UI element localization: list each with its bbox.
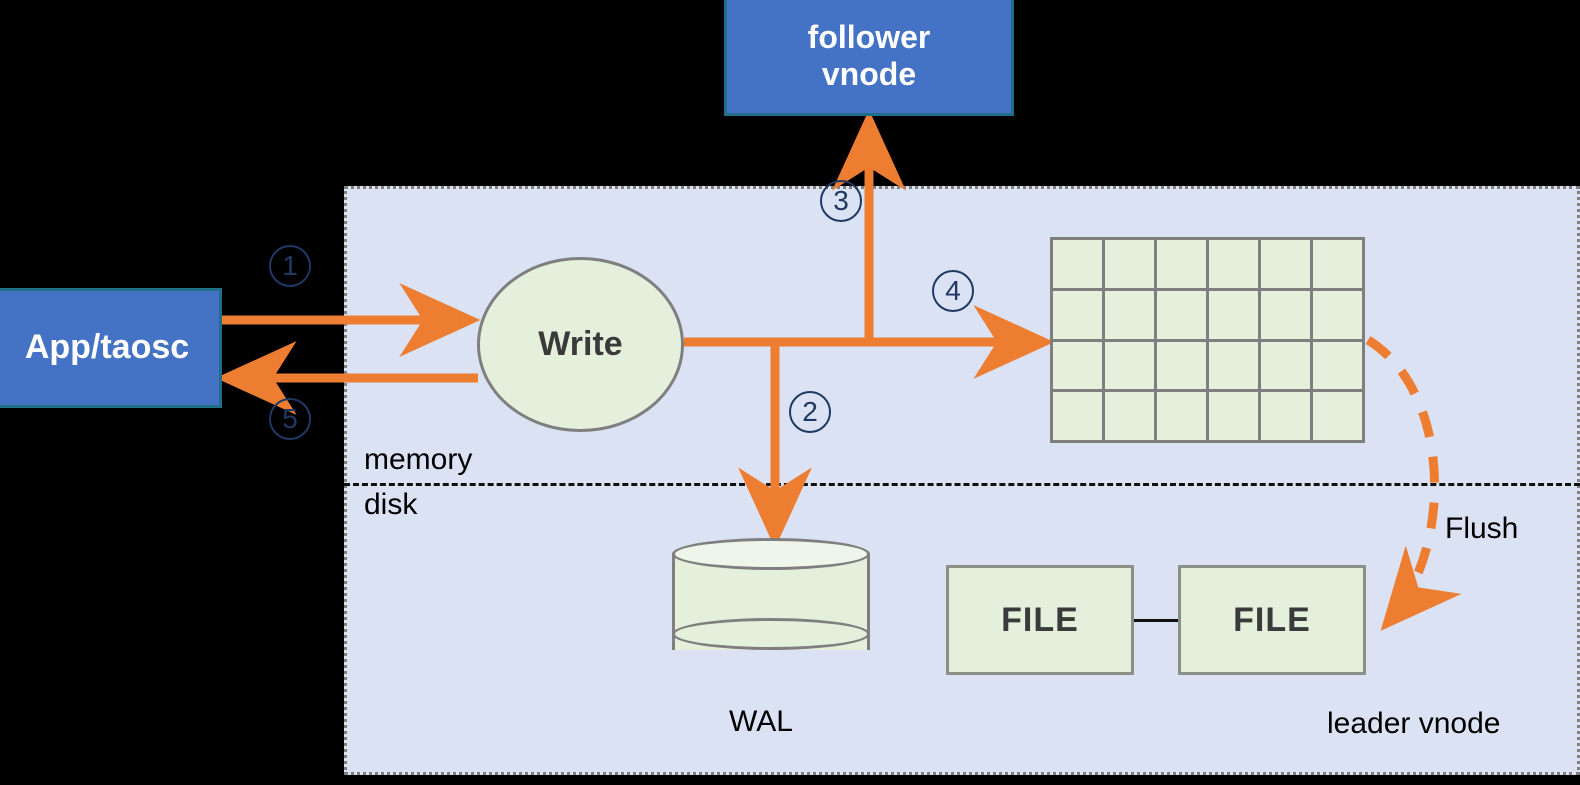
memtable-cell [1105,392,1154,440]
wal-cylinder-top [672,538,870,570]
memtable-cell [1053,240,1102,288]
memtable-cell [1209,392,1258,440]
write-node[interactable]: Write [477,257,684,432]
memtable-cell [1261,341,1310,390]
step-number-5: 5 [269,398,311,440]
app-taosc-label: App/taosc [24,328,190,367]
disk-label: disk [364,488,418,521]
memtable-grid[interactable] [1050,237,1365,443]
memtable-cell [1053,341,1102,390]
memtable-cell [1261,392,1310,440]
step-number-2: 2 [789,391,831,433]
memtable-cell [1209,240,1258,288]
memtable-cell [1157,341,1206,390]
memory-label: memory [364,443,473,476]
follower-vnode-node[interactable]: follower vnode [724,0,1014,116]
follower-vnode-label-line2: vnode [821,56,917,92]
file-link-connector [1134,619,1178,622]
memory-disk-divider [344,483,1580,486]
step-number-4: 4 [932,270,974,312]
wal-label: WAL [729,705,793,738]
memtable-cell [1313,392,1362,440]
memtable-cell [1105,240,1154,288]
step-number-3: 3 [820,180,862,222]
memtable-cell [1313,290,1362,339]
step-number-1: 1 [269,245,311,287]
app-taosc-node[interactable]: App/taosc [0,288,222,408]
write-label: Write [538,325,623,363]
memtable-cell [1157,240,1206,288]
memtable-cell [1209,341,1258,390]
memtable-cell [1157,392,1206,440]
memtable-cell [1105,290,1154,339]
leader-vnode-label: leader vnode [1327,707,1501,740]
memtable-cell [1053,392,1102,440]
file-node-1[interactable]: FILE [946,565,1134,675]
wal-cylinder-bottom [672,618,870,650]
memtable-cell [1261,290,1310,339]
memtable-cell [1157,290,1206,339]
file-node-1-label: FILE [1001,600,1079,639]
memtable-cell [1053,290,1102,339]
memtable-cell [1209,290,1258,339]
file-node-2-label: FILE [1233,600,1311,639]
memtable-cell [1261,240,1310,288]
follower-vnode-label: follower vnode [808,19,931,93]
flush-label: Flush [1445,512,1519,545]
memtable-cell [1313,341,1362,390]
memtable-cell [1105,341,1154,390]
follower-vnode-label-line1: follower [807,18,931,55]
file-node-2[interactable]: FILE [1178,565,1366,675]
wal-cylinder[interactable] [672,538,870,666]
memtable-cell [1313,240,1362,288]
